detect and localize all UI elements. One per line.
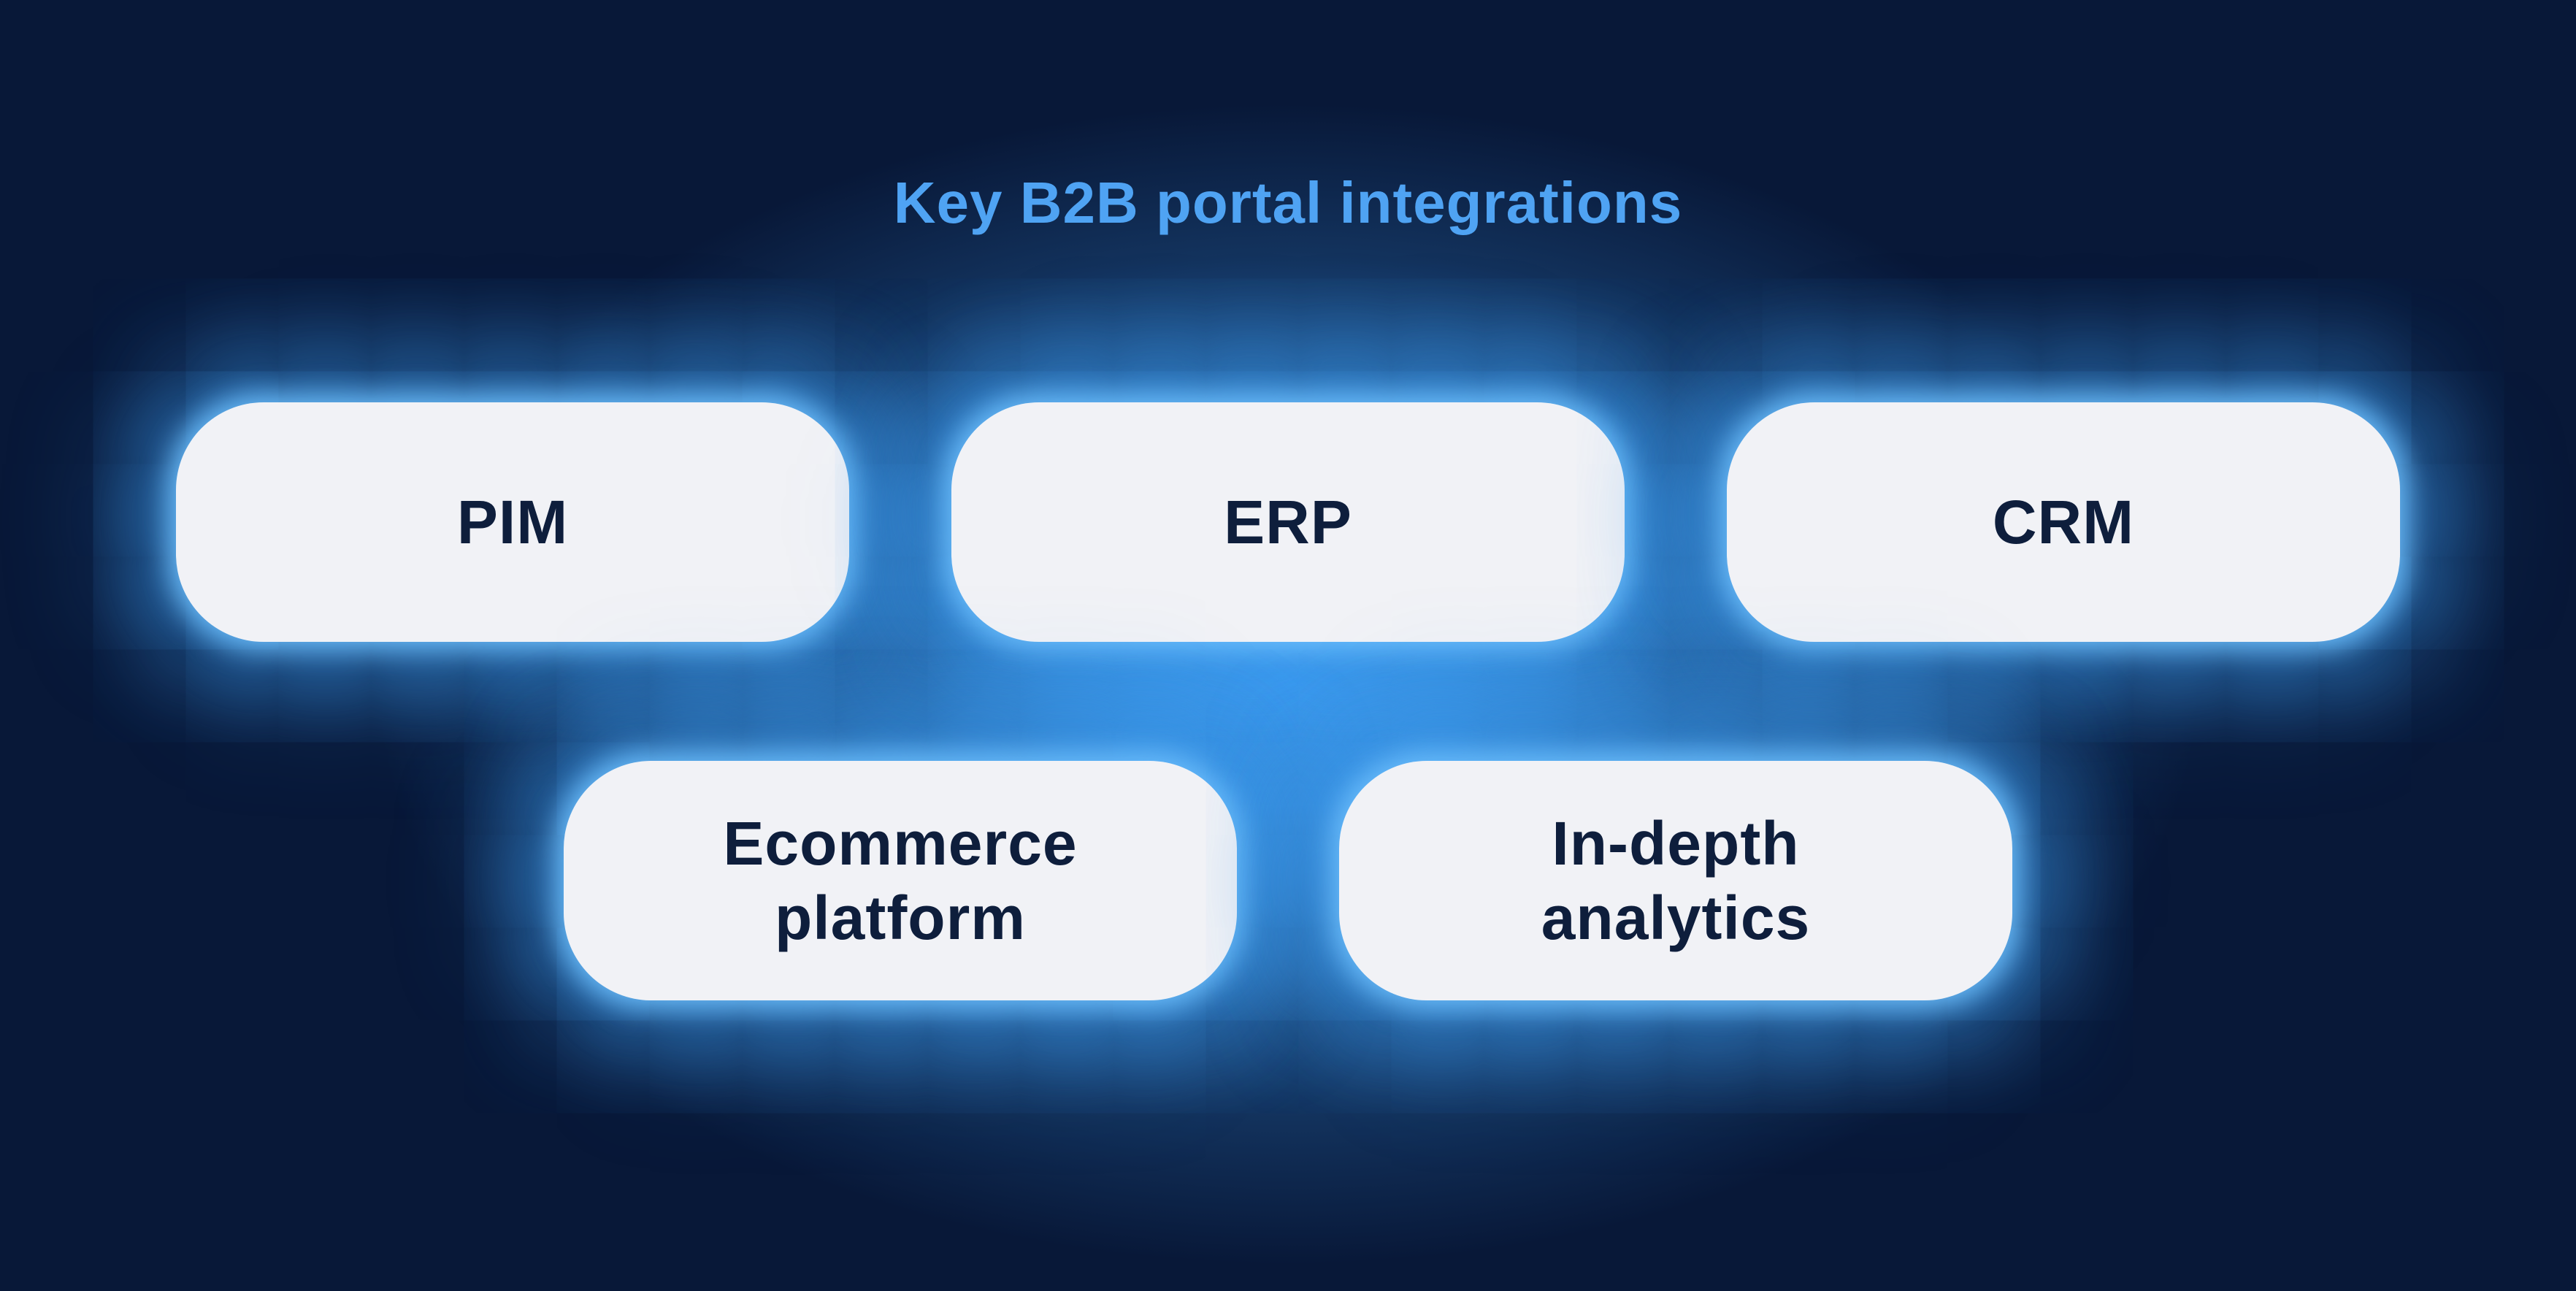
integration-box-analytics-label: In-depth analytics	[1541, 808, 1811, 952]
integration-box-crm-label: CRM	[1992, 487, 2135, 556]
integration-box-analytics: In-depth analytics	[1339, 761, 2012, 1000]
integration-row-bottom: Ecommerce platform In-depth analytics	[0, 761, 2576, 1000]
integration-box-crm: CRM	[1727, 402, 2400, 642]
integration-box-pim: PIM	[176, 402, 849, 642]
integration-box-ecommerce: Ecommerce platform	[564, 761, 1237, 1000]
integration-row-top: PIM ERP CRM	[0, 402, 2576, 642]
integration-box-ecommerce-label: Ecommerce platform	[723, 808, 1078, 952]
integration-box-erp: ERP	[951, 402, 1625, 642]
integration-box-pim-label: PIM	[456, 487, 569, 556]
integration-box-erp-label: ERP	[1224, 487, 1352, 556]
page-title: Key B2B portal integrations	[893, 169, 1683, 235]
